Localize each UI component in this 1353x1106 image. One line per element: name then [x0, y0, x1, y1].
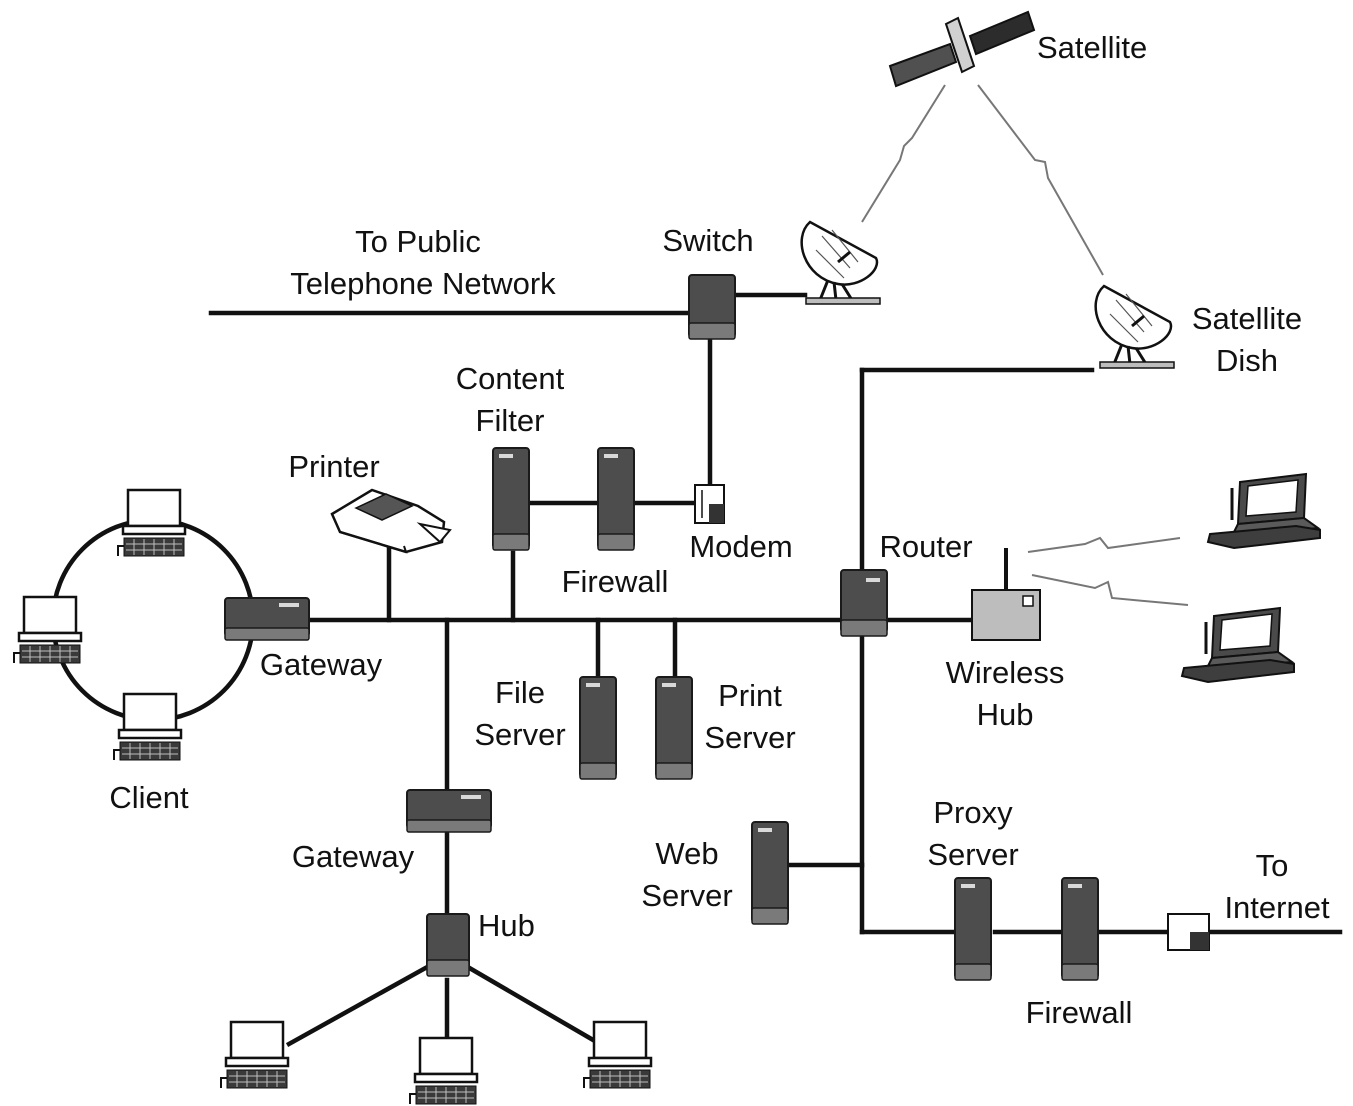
- printer-icon: [330, 488, 452, 554]
- satellite-uplink-right: [977, 84, 1104, 276]
- to-internet-label-line1: To: [1256, 848, 1289, 883]
- file-server-icon: [579, 676, 617, 780]
- client-label: Client: [109, 780, 189, 815]
- satellite-dish-icon: [800, 220, 882, 306]
- proxy-server-label-line1: Proxy: [933, 795, 1013, 830]
- network-wires: [50, 292, 1343, 1048]
- switch-label: Switch: [662, 223, 753, 258]
- hub-computer-icon: [408, 1036, 479, 1106]
- satellite-dish-icon: [1094, 284, 1176, 370]
- proxy-server-icon: [954, 877, 992, 981]
- printer-label: Printer: [288, 449, 379, 484]
- file-server-label-line1: File: [495, 675, 545, 710]
- gateway-main-label: Gateway: [260, 647, 383, 682]
- laptop-icon: [1206, 472, 1322, 550]
- file-server-label-line2: Server: [474, 717, 565, 752]
- satellite-dish-label-line1: Satellite: [1192, 301, 1302, 336]
- hub-icon: [426, 913, 470, 977]
- internet-modem-icon: [1167, 913, 1210, 951]
- router-icon: [840, 569, 888, 637]
- hub-computer-icon: [582, 1020, 653, 1090]
- laptop-icon: [1180, 606, 1296, 684]
- hub-label: Hub: [478, 908, 535, 943]
- switch-icon: [688, 274, 736, 340]
- firewall-bottom-icon: [1061, 877, 1099, 981]
- print-server-label-line2: Server: [704, 720, 795, 755]
- print-server-label-line1: Print: [718, 678, 782, 713]
- firewall-top-icon: [597, 447, 635, 551]
- firewall-bottom-label: Firewall: [1026, 995, 1133, 1030]
- gateway-icon: [406, 789, 492, 833]
- gateway-lower-label: Gateway: [292, 839, 415, 874]
- web-server-label-line1: Web: [655, 836, 718, 871]
- web-server-icon: [751, 821, 789, 925]
- wireless-hub-label-line2: Hub: [977, 697, 1034, 732]
- wireless-hub-label-line1: Wireless: [946, 655, 1065, 690]
- gateway-icon: [224, 597, 310, 641]
- firewall-top-label: Firewall: [562, 564, 669, 599]
- content-filter-icon: [492, 447, 530, 551]
- print-server-icon: [655, 676, 693, 780]
- proxy-server-label-line2: Server: [927, 837, 1018, 872]
- client-computer-icon: [12, 595, 83, 665]
- web-server-label-line2: Server: [641, 878, 732, 913]
- client-computer-icon: [116, 488, 187, 558]
- wireless-link-top: [1027, 536, 1181, 553]
- satellite-uplink-left: [861, 84, 946, 223]
- public-network-label-line2: Telephone Network: [290, 266, 556, 301]
- client-computer-icon: [112, 692, 183, 762]
- wireless-link-bottom: [1031, 574, 1189, 606]
- hub-computer-icon: [219, 1020, 290, 1090]
- wireless-access-point-icon: [971, 548, 1041, 641]
- content-filter-label-line2: Filter: [476, 403, 545, 438]
- satellite-dish-label-line2: Dish: [1216, 343, 1278, 378]
- public-network-label-line1: To Public: [355, 224, 481, 259]
- satellite-icon: [888, 10, 1036, 88]
- modem-icon: [694, 484, 725, 524]
- modem-label: Modem: [689, 529, 792, 564]
- router-label: Router: [879, 529, 972, 564]
- satellite-label: Satellite: [1037, 30, 1147, 65]
- content-filter-label-line1: Content: [456, 361, 565, 396]
- to-internet-label-line2: Internet: [1224, 890, 1330, 925]
